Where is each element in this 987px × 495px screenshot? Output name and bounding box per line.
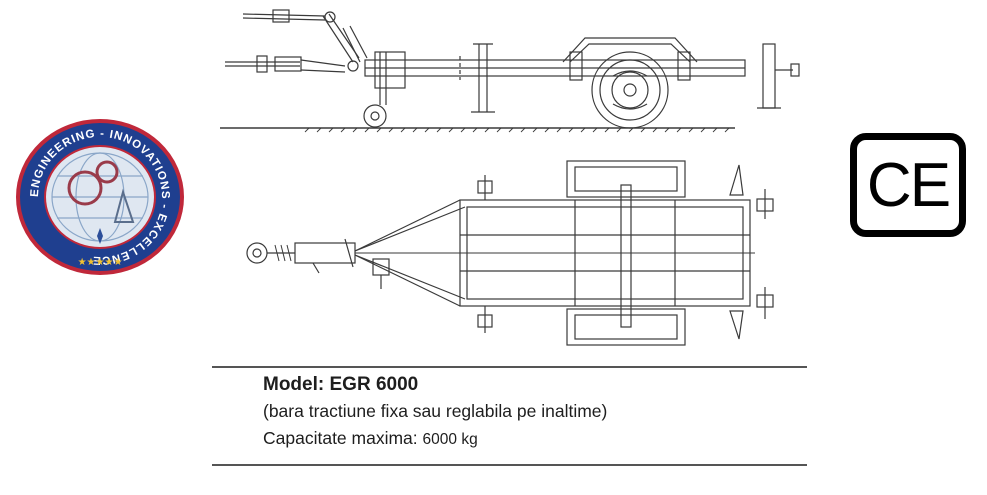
drawbar-lowered: [225, 25, 368, 73]
emblem-stars: ★★★★★: [78, 257, 123, 268]
company-emblem-logo: ENGINEERING - INNOVATIONS - EXCELLENCE ★…: [16, 119, 184, 275]
compass-icon: [113, 188, 135, 223]
axle-wheel: [562, 37, 698, 129]
compass-star-icon: [97, 228, 103, 244]
support-leg-middle: [471, 43, 495, 113]
ground-hatch: [304, 127, 730, 133]
ce-mark-badge: CE: [850, 133, 966, 237]
jockey-wheel-top: [372, 258, 390, 289]
main-frame: [364, 51, 746, 89]
trailer-side-view-drawing: [220, 9, 800, 133]
capacity-line: Capacitate maxima: 6000 kg: [263, 428, 478, 449]
capacity-label: Capacitate maxima:: [263, 428, 418, 448]
drawbar-note: (bara tractiune fixa sau reglabila pe in…: [263, 401, 608, 421]
jockey-wheel: [363, 52, 387, 128]
tow-eye: [246, 238, 356, 274]
caption-bottom-rule: [212, 464, 807, 466]
support-legs-top: [477, 164, 774, 340]
trailer-top-view-drawing: [246, 160, 774, 346]
ce-mark-text: CE: [866, 150, 951, 220]
axle-top: [566, 160, 686, 346]
caption-top-rule: [212, 366, 807, 368]
gear-icon: [67, 160, 119, 206]
drawbar-raised: [242, 9, 360, 63]
support-leg-rear: [757, 43, 800, 109]
a-frame-drawbar: [354, 199, 755, 307]
capacity-value: 6000 kg: [422, 431, 478, 448]
model-line: Model: EGR 6000: [263, 374, 418, 396]
chassis-frame: [459, 199, 751, 307]
model-label: Model:: [263, 374, 325, 395]
model-value: EGR 6000: [329, 374, 419, 395]
